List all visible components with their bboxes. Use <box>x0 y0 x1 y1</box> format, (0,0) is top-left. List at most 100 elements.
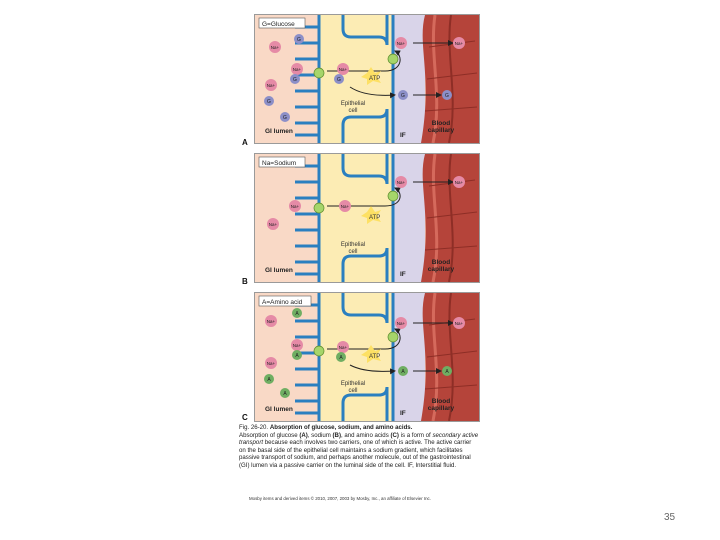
lateral-membrane-bottom <box>341 386 389 421</box>
if-label: IF <box>400 132 406 139</box>
atp-arrow <box>327 328 401 350</box>
amino-acid-molecule <box>264 374 274 384</box>
copyright-credit: Mosby items and derived items © 2010, 20… <box>249 496 431 501</box>
figure-caption: Fig. 26-20. Absorption of glucose, sodiu… <box>239 424 479 470</box>
sodium-ion <box>395 176 407 188</box>
solute-label: G <box>293 77 297 83</box>
epithelial-label: Epithelial <box>341 242 365 248</box>
amino-acid-molecule <box>336 352 346 362</box>
page-number: 35 <box>664 512 676 523</box>
glucose-path-arrow <box>349 86 396 99</box>
solute-label: A <box>445 369 449 375</box>
atp-arrow <box>327 50 401 72</box>
sodium-ion <box>291 63 303 75</box>
legend-box <box>258 295 312 307</box>
solute-label: G <box>297 37 301 43</box>
caption-text: , and amino acids <box>340 431 389 439</box>
active-carrier <box>387 53 399 65</box>
ion-label: Na+ <box>267 83 276 88</box>
lateral-membrane-top <box>341 293 389 324</box>
solute-label: A <box>401 369 405 375</box>
legend-text: A=Amino acid <box>262 299 303 306</box>
panel-letter-b: B <box>242 277 248 286</box>
ion-label: Na+ <box>267 319 276 324</box>
ion-label: Na+ <box>455 41 464 46</box>
epithelial-label: Epithelial <box>341 381 365 387</box>
sodium-ion <box>265 79 277 91</box>
solute-label: A <box>339 355 343 361</box>
glucose-molecule <box>264 96 274 106</box>
sodium-ion <box>453 37 465 49</box>
ion-label: Na+ <box>339 67 348 72</box>
glucose-molecule <box>334 74 344 84</box>
ion-label: Na+ <box>397 321 406 326</box>
gi-lumen-label: GI lumen <box>265 128 293 135</box>
legend-box <box>258 17 306 29</box>
atp-arrow <box>327 187 401 207</box>
caption-text: is a form of <box>398 431 431 439</box>
legend-box <box>258 156 306 168</box>
amino-acid-molecule <box>442 366 452 376</box>
passive-carrier <box>313 202 325 214</box>
solute-label: A <box>295 353 299 359</box>
cell-label: cell <box>348 388 357 394</box>
gi-lumen-label: GI lumen <box>265 406 293 413</box>
panel-c-diagram: A=Amino acid GI lumen Epithelial cell IF… <box>255 293 479 421</box>
sodium-ion <box>267 218 279 230</box>
sodium-ion <box>337 341 349 353</box>
solute-label: G <box>267 99 271 105</box>
lateral-membrane-bottom <box>341 247 389 282</box>
solute-label: A <box>267 377 271 383</box>
glucose-molecule <box>398 90 408 100</box>
epithelial-label: Epithelial <box>341 101 365 107</box>
atp-label: ATP <box>369 215 380 221</box>
sodium-ion <box>339 200 351 212</box>
legend-text: G=Glucose <box>262 21 295 28</box>
caption-text: , sodium <box>307 431 331 439</box>
sodium-ion <box>265 315 277 327</box>
figure-title: Absorption of glucose, sodium, and amino… <box>269 424 413 431</box>
panel-c: A=Amino acid GI lumen Epithelial cell IF… <box>254 292 480 422</box>
atp-burst <box>361 67 381 85</box>
sodium-ion <box>265 357 277 369</box>
atp-burst <box>361 206 381 224</box>
sodium-ion <box>453 317 465 329</box>
atp-label: ATP <box>369 354 380 360</box>
panel-letter-c: C <box>242 413 248 422</box>
panel-a-diagram: G=Glucose GI lumen Epithelial cell IF Bl… <box>255 15 479 143</box>
interstitial-fluid-region <box>393 154 425 282</box>
caption-text: Absorption of glucose <box>239 431 298 439</box>
panel-letter-a: A <box>242 138 248 147</box>
sodium-ion <box>453 176 465 188</box>
active-carrier <box>387 331 399 343</box>
glucose-molecule <box>442 90 452 100</box>
solute-label: G <box>401 93 405 99</box>
sodium-ion <box>395 37 407 49</box>
amino-acid-molecule <box>280 388 290 398</box>
passive-carrier <box>313 67 325 79</box>
blood-label: Blood <box>432 259 450 266</box>
caption-ref-b: (B) <box>332 431 341 439</box>
ion-label: Na+ <box>397 41 406 46</box>
cell-label: cell <box>348 108 357 114</box>
sodium-ion <box>289 200 301 212</box>
cell-label: cell <box>348 249 357 255</box>
lateral-membrane-top <box>341 154 389 185</box>
active-carrier <box>387 190 399 202</box>
solute-label: G <box>337 77 341 83</box>
if-label: IF <box>400 271 406 278</box>
atp-burst <box>361 345 381 363</box>
ion-label: Na+ <box>455 321 464 326</box>
glucose-molecule <box>290 74 300 84</box>
microvilli <box>295 25 319 137</box>
gi-lumen-label: GI lumen <box>265 267 293 274</box>
atp-label: ATP <box>369 76 380 82</box>
passive-carrier <box>313 345 325 357</box>
amino-acid-molecule <box>292 308 302 318</box>
ion-label: Na+ <box>271 45 280 50</box>
caption-ref-c: (C) <box>390 431 399 439</box>
sodium-ion <box>395 317 407 329</box>
capillary-highlight <box>431 293 439 421</box>
ion-label: Na+ <box>341 204 350 209</box>
